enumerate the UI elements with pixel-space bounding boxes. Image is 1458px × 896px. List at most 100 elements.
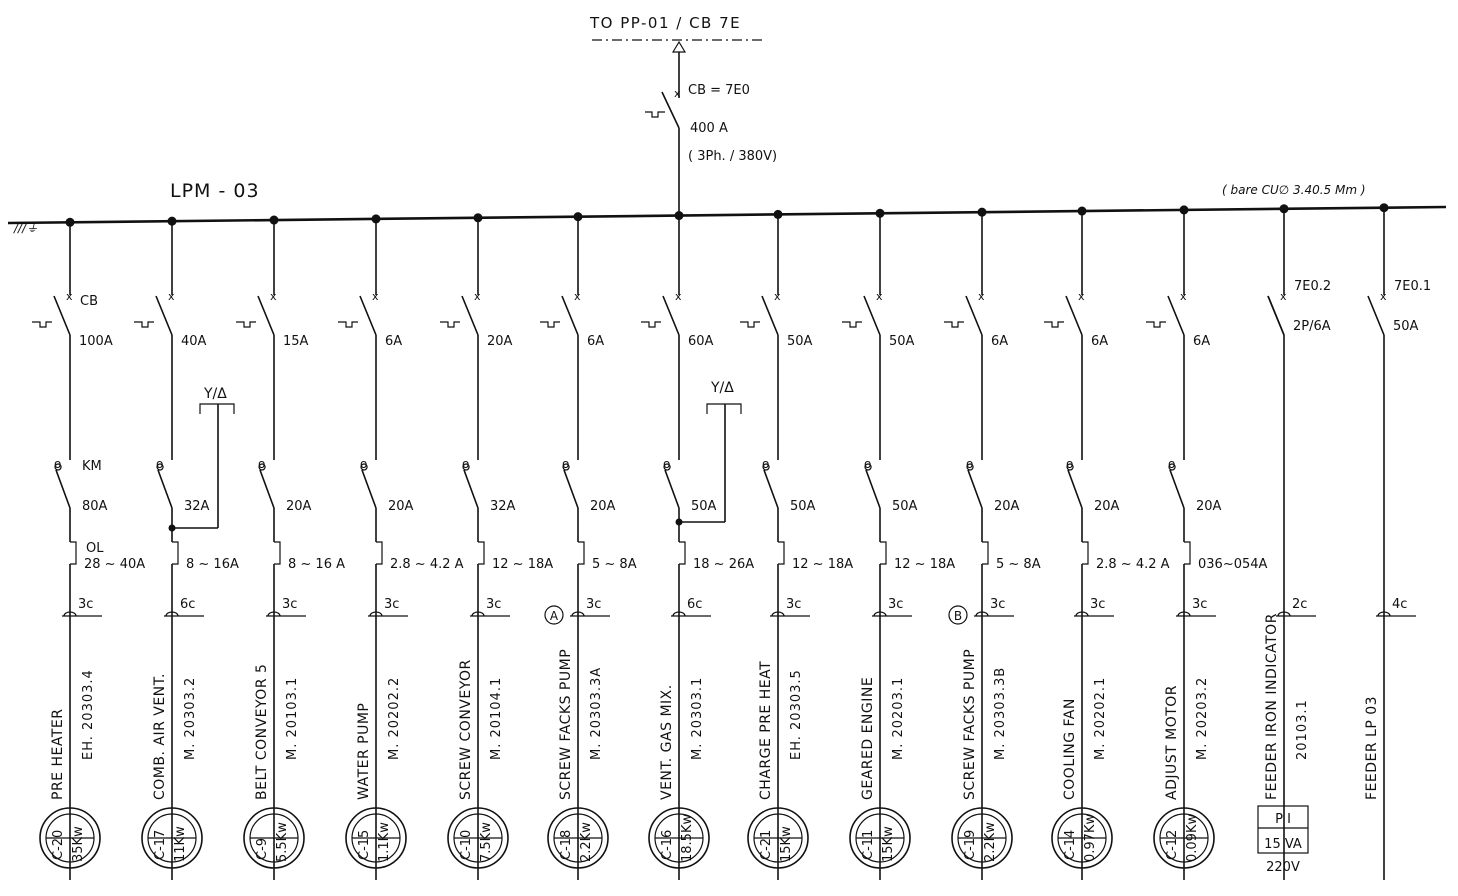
motor-power-label: 7.5Kw [479,822,494,862]
contactor-blade [55,469,71,509]
motor-tag-label: C-21 [759,830,774,860]
breaker-rating-label: 20A [487,334,513,349]
cable-marker-icon [975,611,989,617]
cable-size-label: 3c [1090,597,1105,612]
cable-marker-icon [165,611,179,617]
motor-outer-circle [447,807,509,869]
contactor-coil-icon [54,463,62,471]
overload-relay-icon [578,541,585,565]
contactor-coil-icon [864,463,872,471]
cable-size-label: 3c [78,597,93,612]
contactor-aux-icon: o [258,457,265,471]
cable-size-label: 3c [1192,597,1207,612]
equipment-code-label: M. 20303.2 [183,677,198,760]
motor-outer-circle [648,807,710,869]
breaker-rating-label: 6A [385,334,402,349]
cable-size-label: 2c [1292,597,1307,612]
equipment-code-label: M. 20103.1 [285,677,300,760]
contactor-coil-icon [762,463,770,471]
incoming-x-icon: x [674,87,681,100]
overload-relay-icon [478,541,485,565]
equipment-name-label: PRE HEATER [50,709,66,800]
overload-relay-icon [679,541,686,565]
contactor-rating-label: 20A [994,499,1020,514]
ol-symbol-label: OL [86,541,104,556]
breaker-blade [662,295,680,336]
breaker-rating-label: 50A [1393,319,1419,334]
busbar-name: LPM - 03 [170,180,260,202]
contactor-aux-icon: o [663,457,670,471]
breaker-x-icon: x [474,290,481,303]
breaker-blade [155,295,173,336]
overload-range-label: 8 ~ 16A [186,557,239,572]
breaker-rating-label: 6A [1091,334,1108,349]
contactor-coil-icon [1168,463,1176,471]
breaker-blade [359,295,377,336]
contactor-aux-icon: o [762,457,769,471]
contactor-blade [865,469,881,509]
cable-marker-icon [63,611,77,617]
cable-size-label: 3c [888,597,903,612]
breaker-rating-label: 50A [889,334,915,349]
breaker-blade [1367,295,1385,336]
contactor-aux-icon: o [360,457,367,471]
star-delta-label: Y/Δ [710,380,734,396]
motor-tag-label: C-17 [153,830,168,860]
motor-outer-circle [39,807,101,869]
equipment-code-label: M. 20303.1 [690,677,705,760]
contactor-coil-icon [966,463,974,471]
star-delta-bracket-icon [199,403,235,414]
cable-marker-icon [267,611,281,617]
breaker-trip-icon [32,321,52,328]
equipment-code-label: 20103.1 [1295,699,1310,760]
cable-marker-icon [1075,611,1089,617]
contactor-coil-icon [156,463,164,471]
breaker-rating-label: 60A [688,334,714,349]
breaker-trip-icon [338,321,358,328]
overload-range-label: 28 ~ 40A [84,557,145,572]
motor-power-label: 2.2Kw [579,822,594,862]
motor-tag-label: C-18 [559,830,574,860]
motor-tag-label: C-14 [1063,830,1078,860]
busbar: LPM - 03 ( bare CU∅ 3.40.5 Mm ) ///⏚ [7,180,1447,235]
incoming-breaker-label: CB = 7E0 [688,83,750,98]
km-symbol-label: KM [82,459,102,474]
equipment-code-label: EH. 20303.5 [789,669,804,760]
motor-outer-circle [849,807,911,869]
motor-power-label: 5.5Kw [275,822,290,862]
contactor-blade [157,469,173,509]
breaker-trip-icon [440,321,460,328]
contactor-coil-icon [360,463,368,471]
contactor-rating-label: 50A [790,499,816,514]
overload-relay-icon [880,541,887,565]
equipment-name-label: FEEDER IRON INDICATOR [1264,613,1280,800]
equipment-code-label: M. 20303.3A [589,667,604,760]
breaker-blade [461,295,479,336]
contactor-blade [463,469,479,509]
contactor-blade [361,469,377,509]
breaker-x-icon: x [1280,290,1287,303]
breaker-x-icon: x [876,290,883,303]
breaker-trip-icon [944,321,964,328]
equipment-code-label: M. 20203.1 [891,677,906,760]
cable-marker-icon [771,611,785,617]
breaker-x-icon: x [270,290,277,303]
star-delta-label: Y/Δ [203,386,227,402]
cable-marker-icon [1277,611,1291,617]
equipment-name-label: FEEDER LP 03 [1364,696,1380,800]
breaker-x-icon: x [66,290,73,303]
busbar-line [7,205,1447,225]
incoming-breaker-blade [661,91,680,129]
contactor-blade [1169,469,1185,509]
contactor-blade [763,469,779,509]
cb-symbol-label: CB [80,294,98,309]
motor-outer-circle [345,807,407,869]
motor-outer-circle [951,807,1013,869]
breaker-blade [761,295,779,336]
incoming-breaker-trip-icon [645,111,665,118]
motor-power-label: 0.09Kw [1185,814,1200,862]
equipment-name-label: BELT CONVEYOR 5 [254,664,270,800]
motor-tag-label: C-12 [1165,830,1180,860]
contactor-aux-icon: o [966,457,973,471]
breaker-rating-label: 15A [283,334,309,349]
